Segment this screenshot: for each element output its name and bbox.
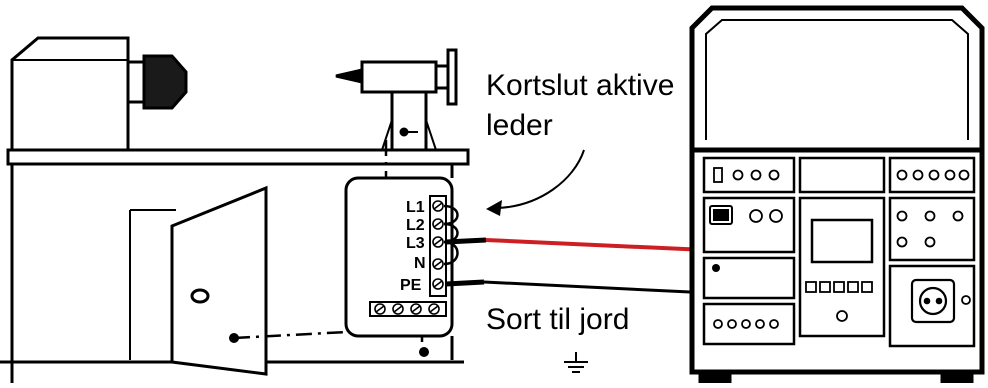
bottom-terminal-strip bbox=[369, 301, 447, 317]
annotation-black-to-earth: Sort til jord bbox=[486, 303, 630, 336]
terminal-label-n: N bbox=[414, 255, 426, 272]
tester-display bbox=[810, 218, 874, 264]
machine-bed bbox=[6, 148, 470, 166]
terminal-label-pe: PE bbox=[400, 277, 422, 294]
annotation-short-active-line1: Kortslut aktive bbox=[486, 69, 675, 102]
machine-tailstock bbox=[335, 48, 458, 151]
installation-tester bbox=[689, 5, 985, 385]
ground-point-cabinet bbox=[419, 347, 429, 357]
terminal-screws bbox=[432, 200, 444, 290]
annotation-short-active-line2: leder bbox=[486, 109, 553, 142]
tester-jack-black bbox=[712, 264, 720, 272]
tester-controls bbox=[713, 167, 971, 329]
machine-cabinet bbox=[0, 164, 464, 383]
terminal-label-l2: L2 bbox=[406, 217, 425, 234]
ground-point-door bbox=[229, 333, 239, 343]
iec-inlet-icon bbox=[709, 205, 733, 225]
tester-lid bbox=[689, 5, 985, 150]
black-test-lead bbox=[445, 260, 724, 294]
terminal-label-l1: L1 bbox=[406, 199, 425, 216]
machine-headstock bbox=[10, 36, 188, 150]
terminal-box bbox=[344, 176, 454, 338]
power-socket-icon bbox=[910, 278, 956, 324]
terminal-label-l3: L3 bbox=[406, 235, 425, 252]
bottom-terminal-screws bbox=[374, 303, 440, 315]
arrow-icon bbox=[486, 149, 585, 216]
earth-ground-icon bbox=[564, 352, 588, 373]
